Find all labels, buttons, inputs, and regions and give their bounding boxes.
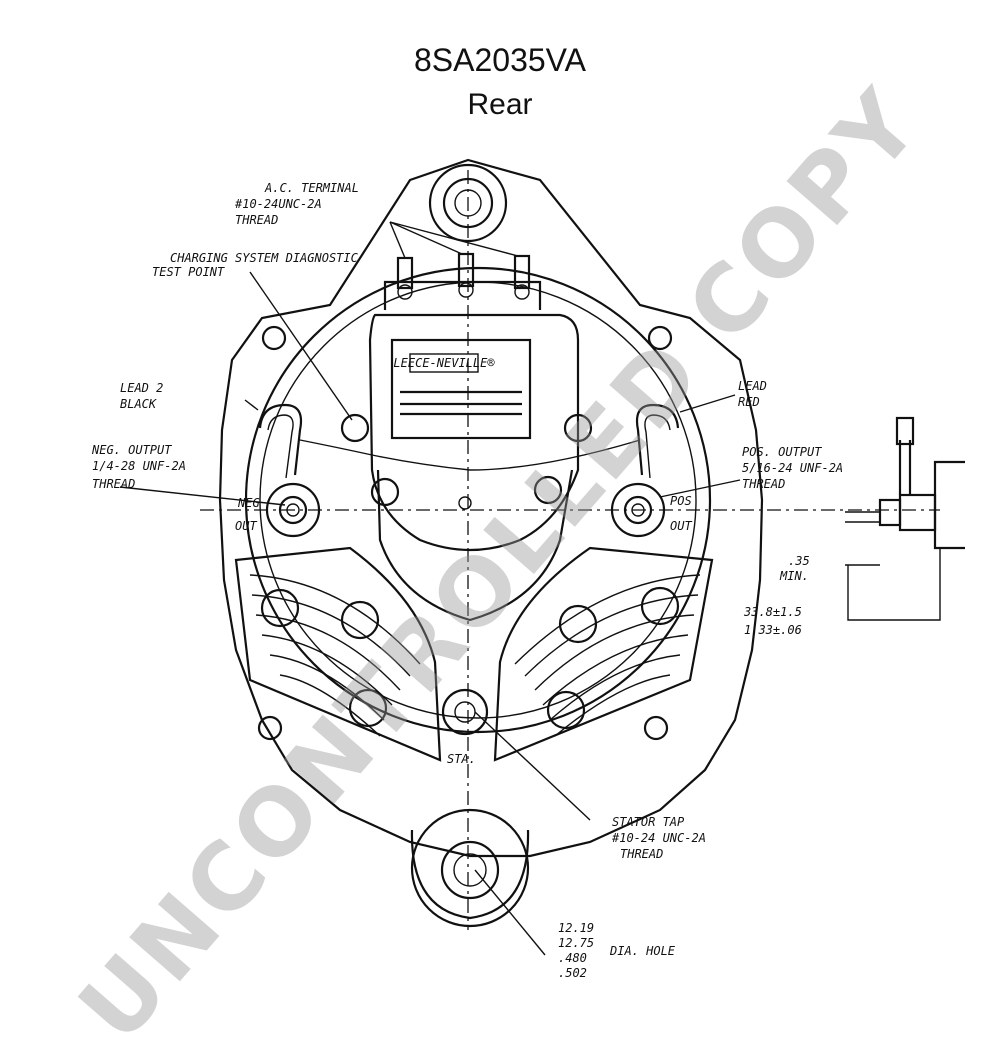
dim-338-in: 1.33±.06	[744, 623, 802, 637]
bottom-ear-ring	[410, 808, 530, 928]
lead2-label-1: LEAD 2	[120, 381, 163, 395]
sta-label: STA.	[447, 752, 476, 766]
ac-terminal-right	[513, 254, 531, 300]
lead-red-label-1: LEAD	[738, 379, 767, 393]
diagnostic-label-2: TEST POINT	[152, 265, 225, 279]
bottom-ear-bolt	[440, 840, 500, 900]
lead-2-black	[258, 403, 303, 476]
leader-lines	[119, 221, 741, 956]
boss-lower-right	[643, 715, 669, 741]
regulator-screw-lower-right	[533, 475, 563, 505]
neg-label: NEG	[237, 496, 260, 510]
housing-outline	[218, 158, 764, 858]
diagnostic-label-1: CHARGING SYSTEM DIAGNOSTIC	[170, 251, 359, 265]
regulator-screw-left	[340, 413, 370, 443]
lead-red	[635, 403, 680, 476]
regulator-label-plate	[390, 338, 532, 440]
dim-hole-2: 12.75	[558, 936, 594, 950]
stator-tap-label-2: #10-24 UNC-2A	[611, 831, 706, 845]
right-fin-pack	[493, 546, 714, 762]
left-fin-pack	[234, 546, 442, 762]
neg-output-label-1: NEG. OUTPUT	[91, 443, 172, 457]
stator-terminal-bolt	[454, 701, 476, 723]
pos-output-label-3: THREAD	[742, 477, 785, 491]
stator-tap-label-3: THREAD	[620, 847, 663, 861]
neg-output-label-3: THREAD	[92, 477, 135, 491]
regulator-logo-text: LEECE-NEVILLE®	[393, 356, 495, 370]
dim-35-value: .35	[788, 554, 810, 568]
dim-hole-1: 12.19	[558, 921, 594, 935]
dia-hole-label: DIA. HOLE	[609, 944, 676, 958]
dim-hole-4: .502	[558, 966, 587, 980]
bottom-ear	[410, 829, 530, 920]
boss-upper-left	[261, 325, 287, 351]
stator-terminal-outer	[441, 688, 489, 736]
regulator-outline	[368, 313, 580, 552]
neg-output-label-2: 1/4-28 UNF-2A	[92, 459, 186, 473]
terminal-block	[383, 280, 542, 310]
output-stud-side-view	[845, 416, 965, 621]
neg-out-label: OUT	[235, 519, 257, 533]
dim-35-min: MIN.	[779, 569, 809, 583]
harness-wire	[299, 439, 641, 471]
regulator-center-screw	[458, 496, 472, 510]
ac-terminal-label-2: #10-24UNC-2A	[234, 197, 322, 211]
lead2-label-2: BLACK	[120, 397, 157, 411]
lead-red-label-2: RED	[738, 395, 760, 409]
pos-output-label-1: POS. OUTPUT	[742, 445, 822, 459]
pos-label: POS	[670, 494, 692, 508]
model-title: 8SA2035VA	[414, 42, 586, 78]
top-ear-outer	[428, 163, 508, 243]
pos-output-label-2: 5/16-24 UNF-2A	[742, 461, 843, 475]
dim-hole-3: .480	[558, 951, 587, 965]
regulator-screw-lower-left	[370, 477, 400, 507]
boss-lower-left	[257, 715, 283, 741]
view-subtitle: Rear	[467, 88, 533, 121]
ac-terminal-label-3: THREAD	[235, 213, 278, 227]
regulator-skirt	[376, 469, 574, 622]
regulator-screw-right	[563, 413, 593, 443]
regulator-logo-box	[409, 353, 479, 373]
neg-terminal-bolt	[278, 495, 308, 525]
ac-terminal-center	[457, 252, 475, 298]
alternator-rear-drawing: LEECE-NEVILLE®	[91, 158, 965, 980]
dim-338-mm: 33.8±1.5	[743, 605, 802, 619]
housing-main-circle	[244, 266, 712, 734]
ac-terminal-label-1: A.C. TERMINAL	[264, 181, 359, 195]
boss-upper-right	[647, 325, 673, 351]
pos-out-label: OUT	[670, 519, 692, 533]
bottom-ear-hole	[453, 853, 487, 887]
stator-tap-label-1: STATOR TAP	[612, 815, 685, 829]
